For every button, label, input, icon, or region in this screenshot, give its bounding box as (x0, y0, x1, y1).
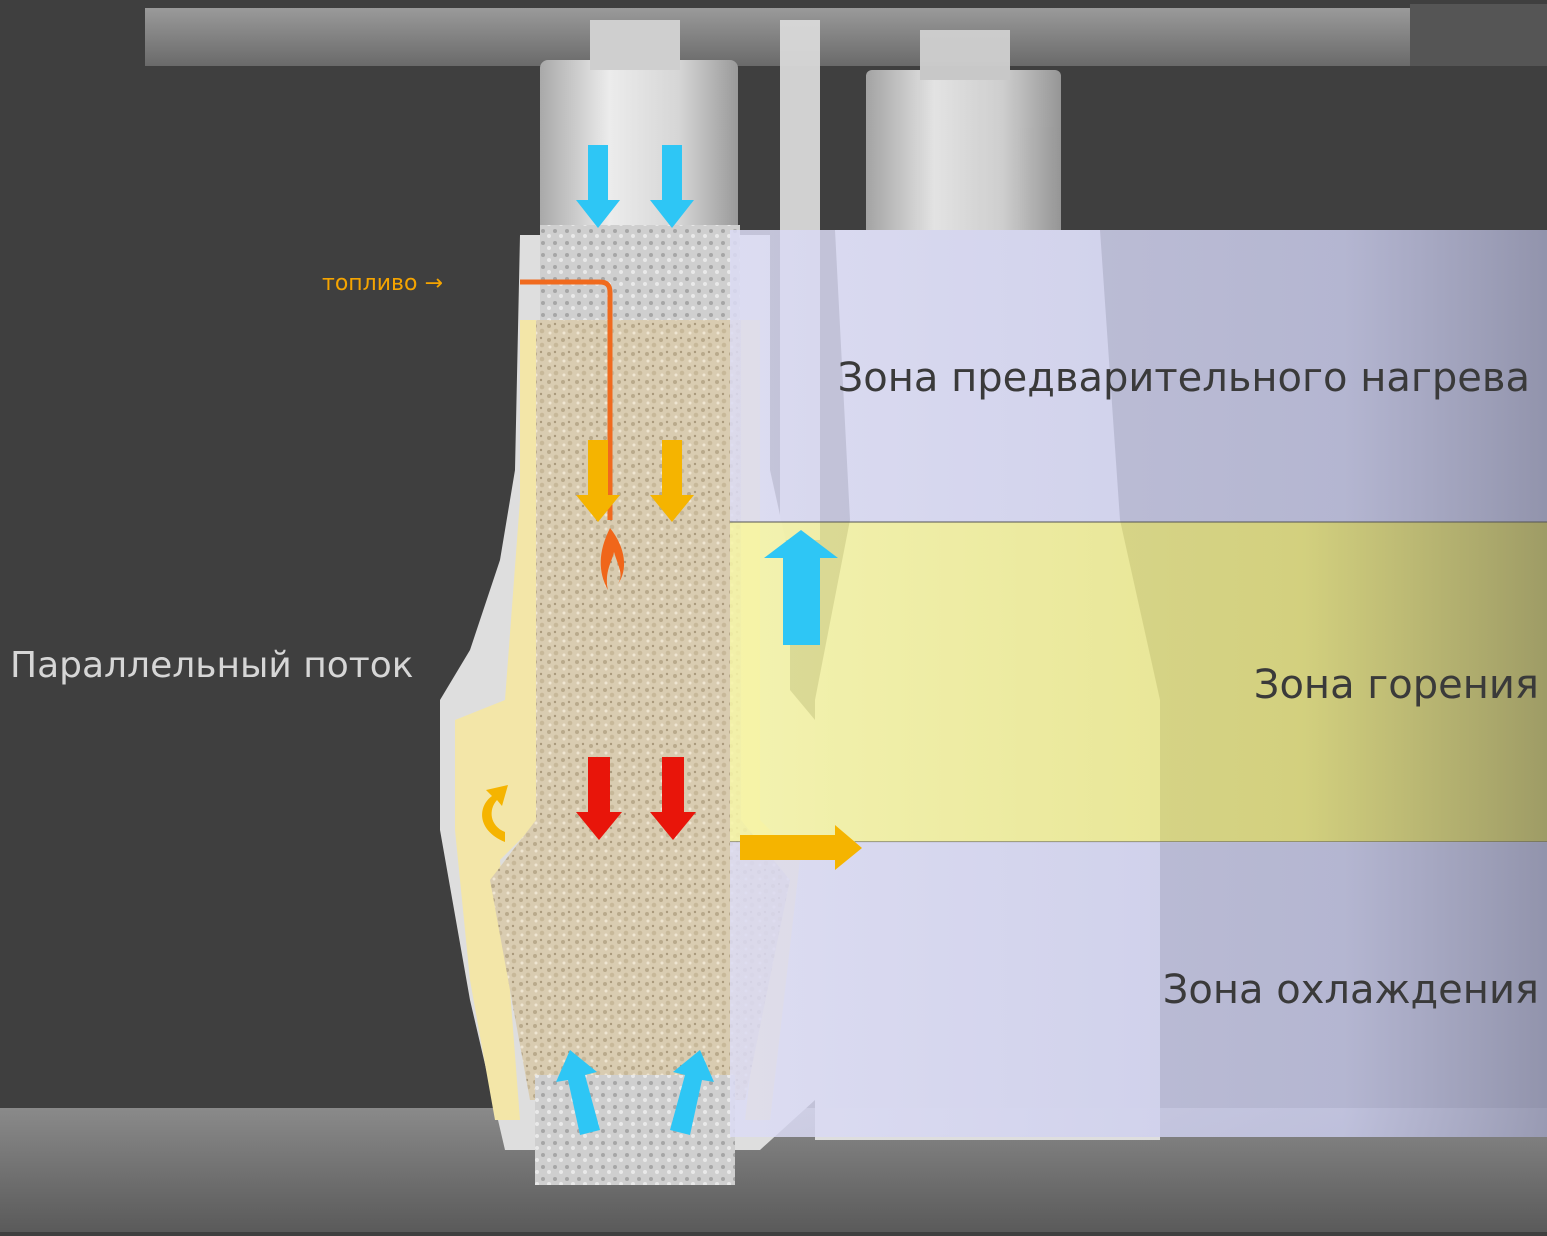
parallel-flow-label: Параллельный поток (10, 645, 414, 686)
zone-cooling-label: Зона охлаждения (1163, 967, 1539, 1013)
zone-preheat-label: Зона предварительного нагрева (838, 355, 1530, 401)
ceiling-beam (145, 8, 1547, 66)
fuel-label: топливо → (322, 271, 443, 296)
zone-burning-label: Зона горения (1254, 662, 1539, 708)
